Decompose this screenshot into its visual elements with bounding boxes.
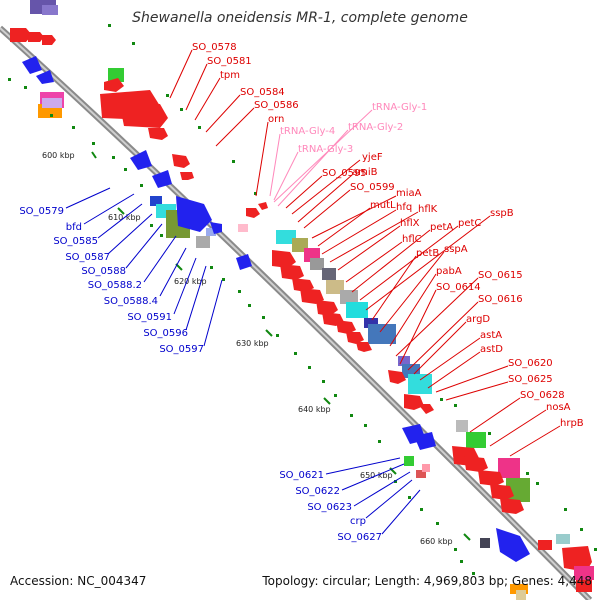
gene-label: SO_0591: [127, 312, 172, 323]
gene-label: hfq: [396, 202, 412, 213]
kbp-label: 620 kbp: [174, 277, 207, 286]
gene-label: SO_0588.4: [104, 296, 158, 307]
gene-label: orn: [268, 114, 284, 125]
gene-label: crp: [350, 516, 366, 527]
trna-label: tRNA-Gly-3: [298, 144, 353, 155]
gene-label: SO_0588.2: [88, 280, 142, 291]
gene-label: SO_0628: [520, 390, 565, 401]
gene-label: SO_0623: [307, 502, 352, 513]
gene-label: amiB: [352, 167, 378, 178]
gene-label: sspB: [490, 208, 514, 219]
trna-leader-lines: [269, 109, 373, 207]
gene-label: SO_0586: [254, 100, 299, 111]
gene-label: nosA: [546, 402, 571, 413]
gene-label: hrpB: [560, 418, 584, 429]
gene-label: bfd: [66, 222, 82, 233]
gene-label: pabA: [436, 266, 462, 277]
gene-label: SO_0595: [322, 168, 367, 179]
gene-label: SO_0599: [350, 182, 395, 193]
forward-gene-labels: SO_0578 SO_0581 tpm SO_0584 SO_0586 orn …: [192, 42, 584, 429]
gene-label: sspA: [444, 244, 468, 255]
gene-label: SO_0596: [143, 328, 188, 339]
gene-label: petB: [416, 248, 439, 259]
gene-label: tpm: [220, 70, 240, 81]
genome-summary: Topology: circular; Length: 4,969,803 bp…: [262, 574, 592, 588]
gene-label: petA: [430, 222, 453, 233]
gene-label: hflK: [418, 204, 438, 215]
genome-backbone: [0, 25, 593, 600]
reverse-strand-features: [22, 56, 530, 600]
gene-label: SO_0588: [81, 266, 126, 277]
gene-label: SO_0625: [508, 374, 553, 385]
trna-label: tRNA-Gly-1: [372, 102, 427, 113]
trna-labels: tRNA-Gly-1 tRNA-Gly-2 tRNA-Gly-4 tRNA-Gl…: [280, 102, 427, 155]
kbp-label: 660 kbp: [420, 537, 453, 546]
gene-label: SO_0587: [65, 252, 110, 263]
minor-ticks: [8, 24, 597, 575]
gene-label: SO_0621: [279, 470, 324, 481]
gene-label: SO_0581: [207, 56, 252, 67]
gene-label: argD: [466, 314, 490, 325]
kbp-label: 640 kbp: [298, 405, 331, 414]
gene-label: yjeF: [362, 152, 383, 163]
gene-label: SO_0614: [436, 282, 481, 293]
kbp-label: 600 kbp: [42, 151, 75, 160]
gene-label: SO_0622: [295, 486, 340, 497]
reverse-gene-labels: SO_0579 bfd SO_0585 SO_0587 SO_0588 SO_0…: [19, 206, 382, 543]
gene-label: astA: [480, 330, 502, 341]
gene-label: SO_0578: [192, 42, 237, 53]
gene-label: SO_0620: [508, 358, 553, 369]
gene-label: miaA: [396, 188, 422, 199]
accession-label: Accession: NC_004347: [10, 574, 147, 588]
trna-label: tRNA-Gly-4: [280, 126, 335, 137]
gene-label: mutL: [370, 200, 396, 211]
forward-leader-lines: [169, 49, 561, 457]
gene-label: astD: [480, 344, 503, 355]
gene-label: petC: [458, 218, 481, 229]
gene-label: hflC: [402, 234, 422, 245]
gene-label: SO_0585: [53, 236, 98, 247]
trna-label: tRNA-Gly-2: [348, 122, 403, 133]
gene-label: SO_0579: [19, 206, 64, 217]
gene-label: SO_0615: [478, 270, 523, 281]
gene-label: hflX: [400, 218, 420, 229]
page-title: Shewanella oneidensis MR-1, complete gen…: [132, 10, 468, 26]
gene-label: SO_0616: [478, 294, 523, 305]
kbp-label: 630 kbp: [236, 339, 269, 348]
gene-label: SO_0584: [240, 87, 285, 98]
forward-strand-features: [10, 0, 594, 592]
gene-label: SO_0627: [337, 532, 382, 543]
reverse-leader-lines: [65, 187, 421, 535]
major-ticks: [91, 151, 471, 541]
gene-label: SO_0597: [159, 344, 204, 355]
